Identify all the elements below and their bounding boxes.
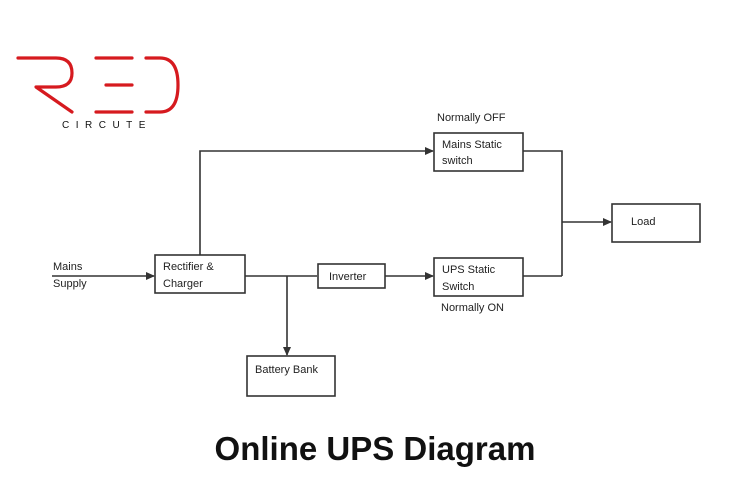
svg-text:UPS Static: UPS Static [442, 264, 496, 276]
wire-mains-static-to-bus [523, 150, 563, 276]
wire-rectifier-to-mains-static-switch [199, 147, 434, 255]
mains-supply-label: Mains Supply [53, 261, 87, 290]
logo-tagline: CIRCUTE [62, 120, 152, 131]
online-ups-block-diagram: Mains Supply Rectifier & Charger Inverte… [52, 112, 701, 397]
svg-text:Load: Load [631, 216, 655, 228]
red-circute-logo: CIRCUTE [16, 56, 180, 131]
svg-text:Inverter: Inverter [329, 271, 367, 283]
svg-text:Mains Static: Mains Static [442, 139, 502, 151]
svg-text:Supply: Supply [53, 278, 87, 290]
logo-letter-d [144, 56, 180, 114]
diagram-title: Online UPS Diagram [214, 430, 536, 467]
battery-bank-block: Battery Bank [246, 355, 336, 397]
logo-letter-r [16, 56, 74, 114]
normally-on-label: Normally ON [441, 302, 504, 314]
inverter-block: Inverter [317, 263, 386, 289]
svg-text:Charger: Charger [163, 278, 203, 290]
normally-off-label: Normally OFF [437, 112, 506, 124]
svg-text:switch: switch [442, 155, 473, 167]
mains-static-switch-block: Mains Static switch [433, 132, 524, 172]
svg-text:Switch: Switch [442, 281, 474, 293]
svg-text:Battery Bank: Battery Bank [255, 364, 318, 376]
svg-text:Mains: Mains [53, 261, 83, 273]
ups-static-switch-block: UPS Static Switch [433, 257, 524, 297]
svg-text:Rectifier &: Rectifier & [163, 261, 214, 273]
load-block: Load [611, 203, 701, 243]
rectifier-charger-block: Rectifier & Charger [154, 254, 246, 294]
